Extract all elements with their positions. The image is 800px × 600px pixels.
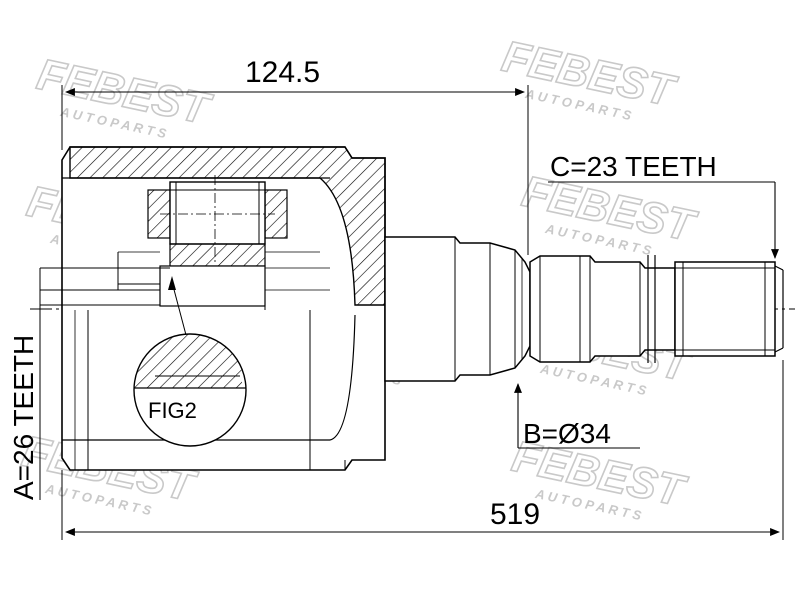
dimension-total-length-label: 519 [490, 498, 540, 531]
tripod-roller [147, 175, 288, 307]
diameter-b-callout: B=Ø34 [514, 383, 640, 449]
drive-shaft [384, 236, 784, 382]
spline-c-label: C=23 TEETH [550, 151, 717, 182]
fig2-label: FIG2 [148, 398, 197, 423]
dimension-top-length: 124.5 [61, 56, 529, 255]
fig2-detail: FIG2 [133, 333, 247, 447]
dimension-top-length-label: 124.5 [245, 56, 320, 89]
dimension-total-length: 519 [61, 360, 784, 540]
spline-a-callout: A=26 TEETH [8, 268, 41, 500]
spline-a-lines [40, 251, 330, 306]
diameter-b-label: B=Ø34 [523, 418, 611, 449]
fig2-leader [171, 281, 187, 336]
spline-c-callout: C=23 TEETH [548, 151, 779, 259]
spline-a-label: A=26 TEETH [8, 335, 39, 500]
